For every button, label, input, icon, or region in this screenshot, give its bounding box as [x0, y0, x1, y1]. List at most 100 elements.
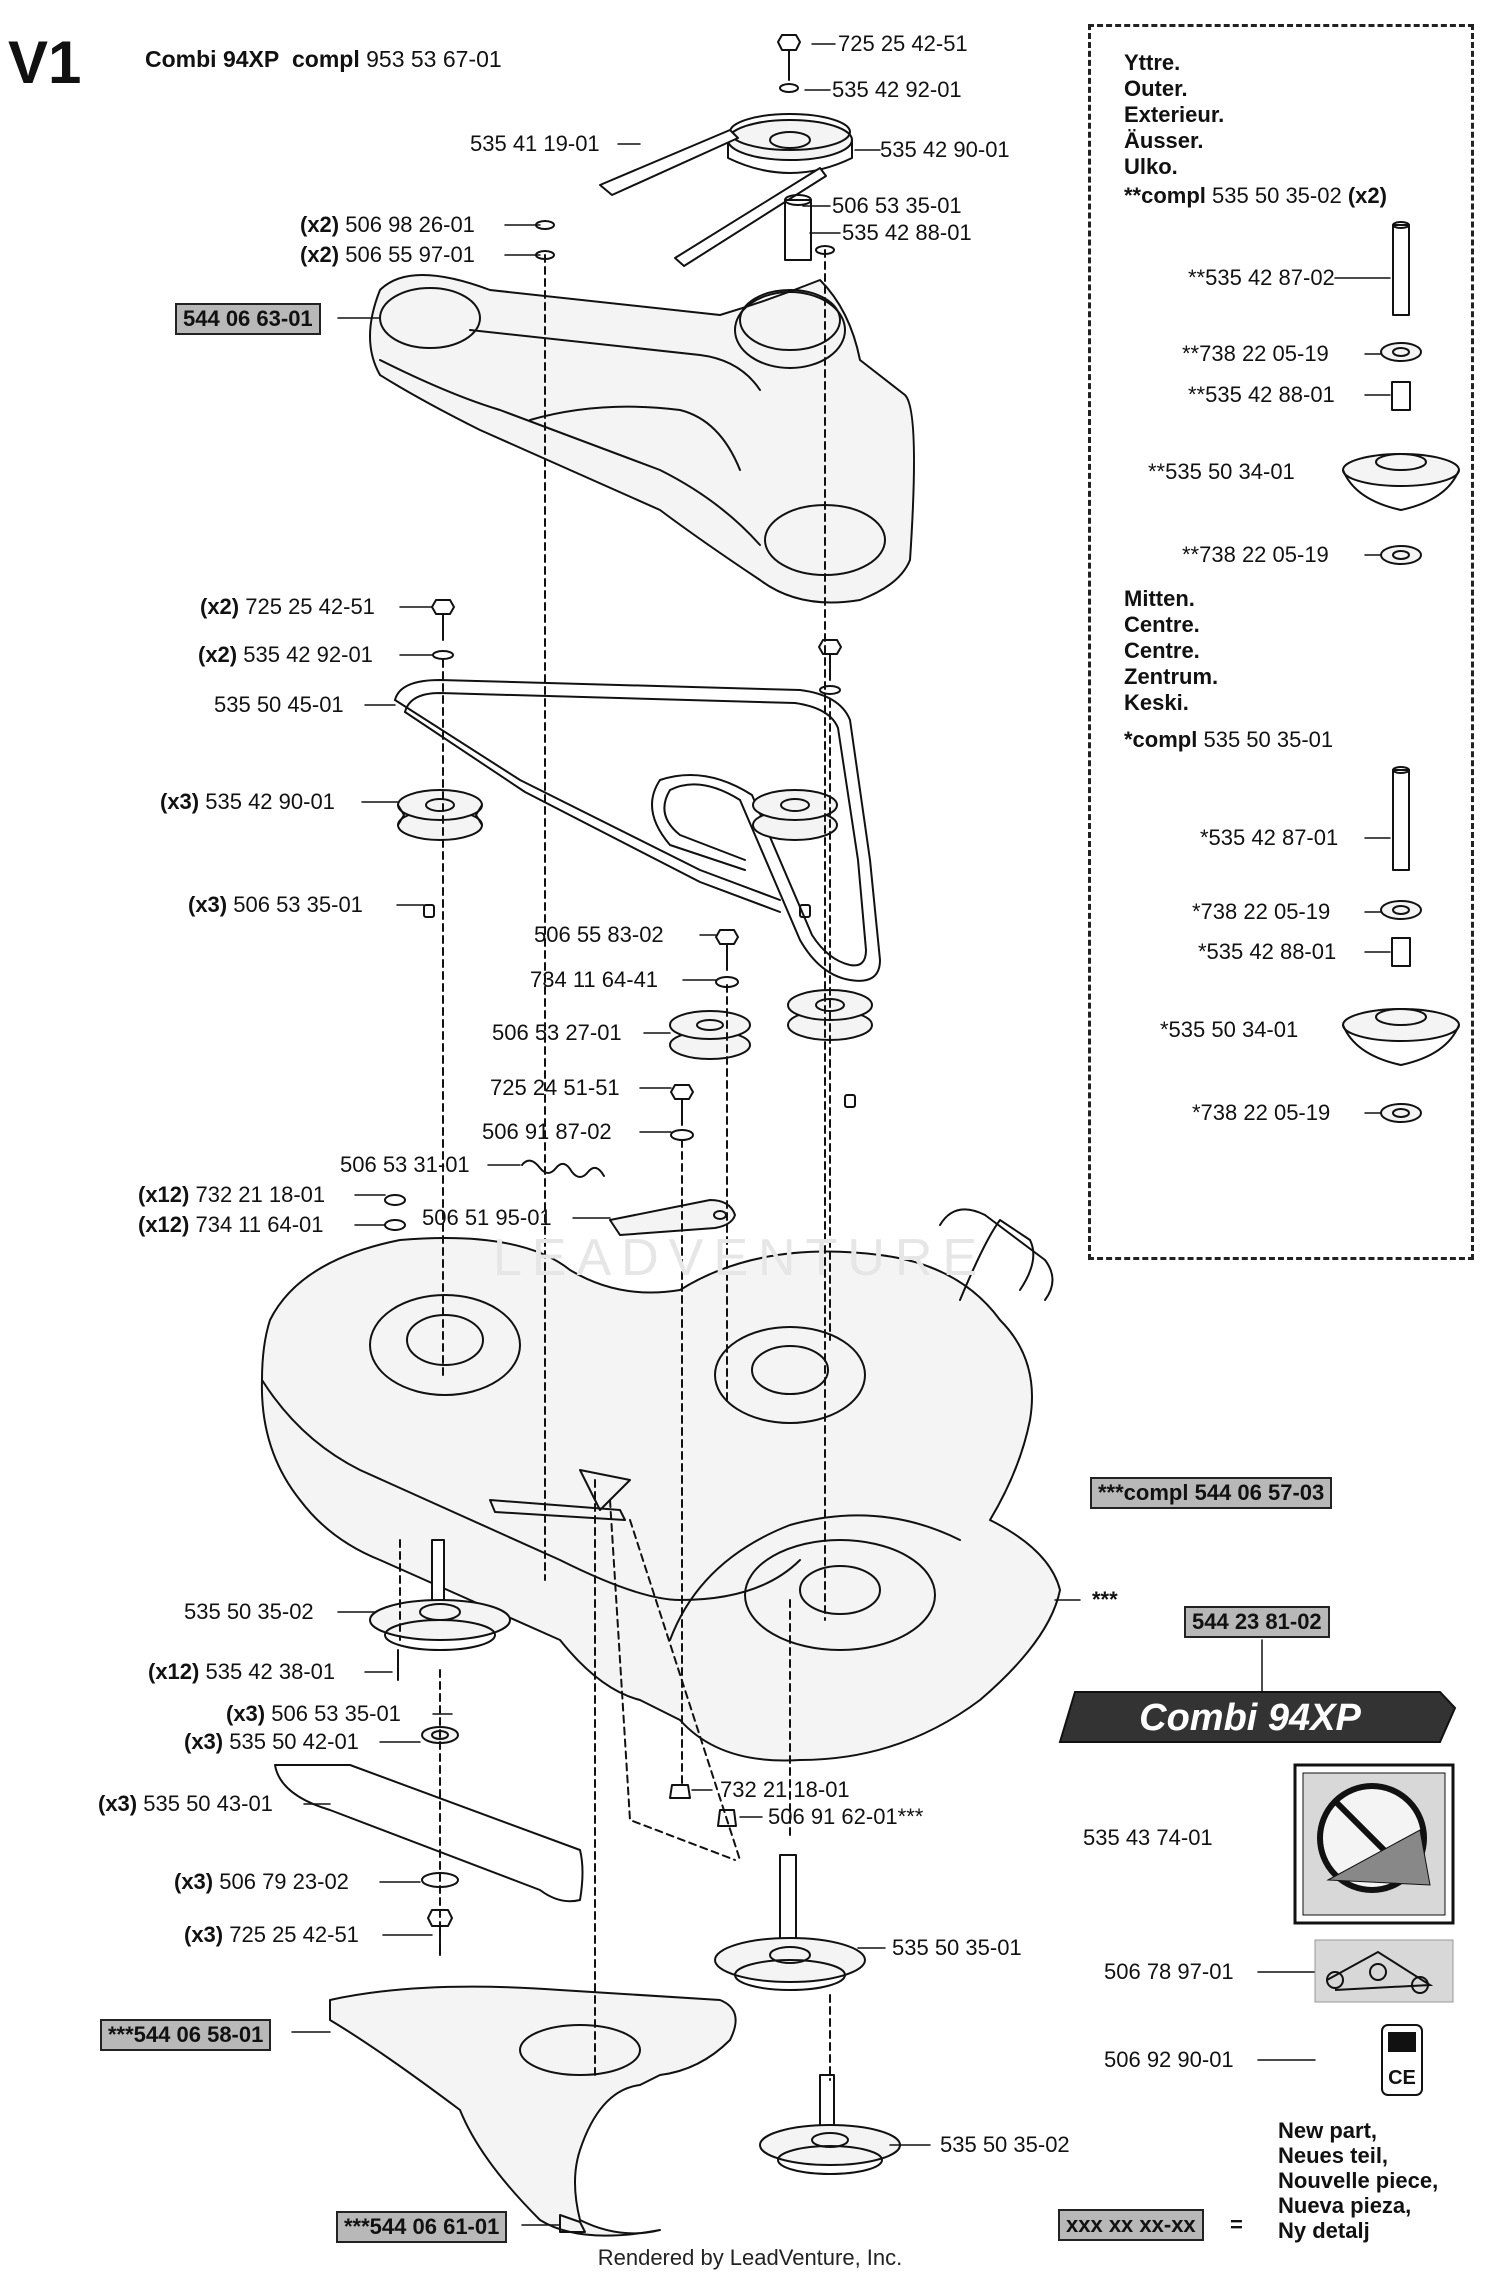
legend-line: Äusser.	[1124, 128, 1204, 153]
part-callout: 725 24 51-51	[490, 1076, 620, 1100]
qty: (x3)	[174, 1869, 214, 1894]
deck-marker: ***	[1092, 1587, 1118, 1612]
part-number: 535 50 35-01	[892, 1935, 1022, 1960]
part-callout: (x3) 535 50 43-01	[98, 1792, 273, 1816]
compl-prefix: **compl	[1124, 183, 1206, 208]
part-number: 506 53 35-01	[233, 892, 363, 917]
pulley-center	[752, 789, 838, 841]
part-callout: 506 53 35-01	[832, 194, 962, 218]
cutter-deck	[260, 1208, 1061, 1762]
part-number: 506 98 26-01	[345, 212, 475, 237]
part-callout: 535 42 88-01	[842, 221, 972, 245]
drive-belt	[394, 679, 881, 982]
part-callout: (x12) 535 42 38-01	[148, 1660, 335, 1684]
part-callout: 535 41 19-01	[470, 132, 600, 156]
part-number: 535 42 38-01	[205, 1659, 336, 1684]
legend-line: Mitten.	[1124, 586, 1195, 611]
warning-decal-icon	[1293, 1763, 1455, 1925]
boxed-decal-part: 544 23 81-02	[1184, 1606, 1330, 1638]
part-number: 535 42 92-01	[243, 642, 373, 667]
top-pulley-group	[599, 34, 853, 267]
legend-part: *738 22 05-19	[1192, 1100, 1331, 1125]
part-callout: 535 43 74-01	[1083, 1826, 1213, 1850]
model-name: Combi 94XP	[145, 46, 280, 72]
compl-number: 535 50 35-01	[1203, 727, 1334, 752]
part-number: 535 50 42-01	[229, 1729, 359, 1754]
part-number: 535 50 43-01	[143, 1791, 273, 1816]
part-number: 506 91 62-01***	[768, 1804, 924, 1829]
belt-routing-decal-icon	[1314, 1939, 1454, 2003]
combi-decal: Combi 94XP	[1058, 1691, 1457, 1743]
part-callout: (x2) 506 98 26-01	[300, 213, 475, 237]
legend-line: Keski.	[1124, 690, 1189, 715]
boxed-deck-compl: ***compl 544 06 57-03	[1090, 1477, 1333, 1509]
legend-outer-compl: **compl 535 50 35-02 (x2)	[1124, 184, 1387, 208]
qty: (x12)	[138, 1182, 190, 1207]
part-number: 732 21 18-01	[720, 1777, 850, 1802]
part-number: 725 25 42-51	[229, 1922, 359, 1947]
part-number: 725 24 51-51	[490, 1075, 620, 1100]
watermark: LEADVENTURE	[493, 1229, 987, 1287]
compl-number: 953 53 67-01	[366, 46, 502, 72]
legend-part: **738 22 05-19	[1182, 542, 1329, 567]
legend-line: Zentrum.	[1124, 664, 1219, 689]
svg-text:Combi 94XP: Combi 94XP	[1139, 1697, 1361, 1739]
part-callout: 506 91 62-01***	[768, 1805, 923, 1829]
part-callout: (x3) 506 53 35-01	[188, 893, 363, 917]
part-callout: (x2) 506 55 97-01	[300, 243, 475, 267]
part-number: 734 11 64-01	[195, 1212, 324, 1237]
part-callout: 535 50 35-01	[892, 1936, 1022, 1960]
legend-line: Yttre.	[1124, 50, 1181, 75]
label-leaders	[291, 43, 1391, 2226]
qty: (x2)	[300, 212, 340, 237]
legend-part: *535 42 88-01	[1198, 939, 1337, 964]
legend-line: Ulko.	[1124, 154, 1178, 179]
qty: (x3)	[160, 789, 200, 814]
part-number: 506 78 97-01	[1104, 1959, 1234, 1984]
part-number: 535 50 35-02	[184, 1599, 314, 1624]
qty: (x2)	[198, 642, 238, 667]
legend-part: **738 22 05-19	[1182, 341, 1329, 366]
new-part-line: Nueva pieza,	[1278, 2193, 1412, 2218]
compl-label: compl	[292, 46, 360, 72]
part-number: 734 11 64-41	[530, 967, 659, 992]
part-callout: 535 42 90-01	[880, 138, 1010, 162]
compl-prefix: *compl	[1124, 727, 1198, 752]
part-number: 725 25 42-51	[838, 31, 968, 56]
part-callout: (x2) 725 25 42-51	[200, 595, 375, 619]
qty: (x3)	[184, 1922, 224, 1947]
legend-center-heading: Mitten. Centre. Centre. Zentrum. Keski.	[1124, 586, 1218, 716]
qty: (x3)	[98, 1791, 138, 1816]
new-part-line: Ny detalj	[1278, 2218, 1370, 2243]
legend-spindle-parts	[1342, 221, 1460, 1123]
assembly-lines	[399, 249, 831, 2081]
legend-center-compl: *compl 535 50 35-01	[1124, 728, 1333, 752]
page-title: Combi 94XP compl 953 53 67-01	[145, 46, 502, 73]
legend-line: Centre.	[1124, 612, 1200, 637]
manual-ce-decal-icon: CE	[1381, 2024, 1423, 2096]
part-number: 535 50 35-02	[940, 2132, 1070, 2157]
part-callout: 506 53 31-01	[340, 1153, 470, 1177]
qty: (x3)	[226, 1701, 266, 1726]
legend-line: Exterieur.	[1124, 102, 1225, 127]
part-callout: 535 50 35-02	[184, 1600, 314, 1624]
legend-box	[1088, 24, 1474, 1260]
part-callout: (x12) 732 21 18-01	[138, 1183, 325, 1207]
part-callout: (x3) 506 79 23-02	[174, 1870, 349, 1894]
legend-line: Outer.	[1124, 76, 1188, 101]
spring-and-arm	[521, 1159, 736, 1236]
lower-spindles	[669, 1784, 901, 2175]
part-number: 506 55 83-02	[534, 922, 664, 947]
legend-part: *535 50 34-01	[1160, 1017, 1299, 1042]
part-callout: 734 11 64-41	[530, 968, 658, 992]
qty: (x12)	[148, 1659, 200, 1684]
upper-belt-cover	[369, 274, 915, 604]
compl-qty: (x2)	[1347, 183, 1387, 208]
part-number: 506 51 95-01	[422, 1205, 552, 1230]
boxed-part-upper-cover: 544 06 63-01	[175, 303, 321, 335]
legend-part: **535 42 87-02	[1188, 265, 1335, 290]
part-callout: 725 25 42-51	[838, 32, 968, 56]
lower-cover	[329, 1985, 737, 2237]
part-number: 535 43 74-01	[1083, 1825, 1213, 1850]
